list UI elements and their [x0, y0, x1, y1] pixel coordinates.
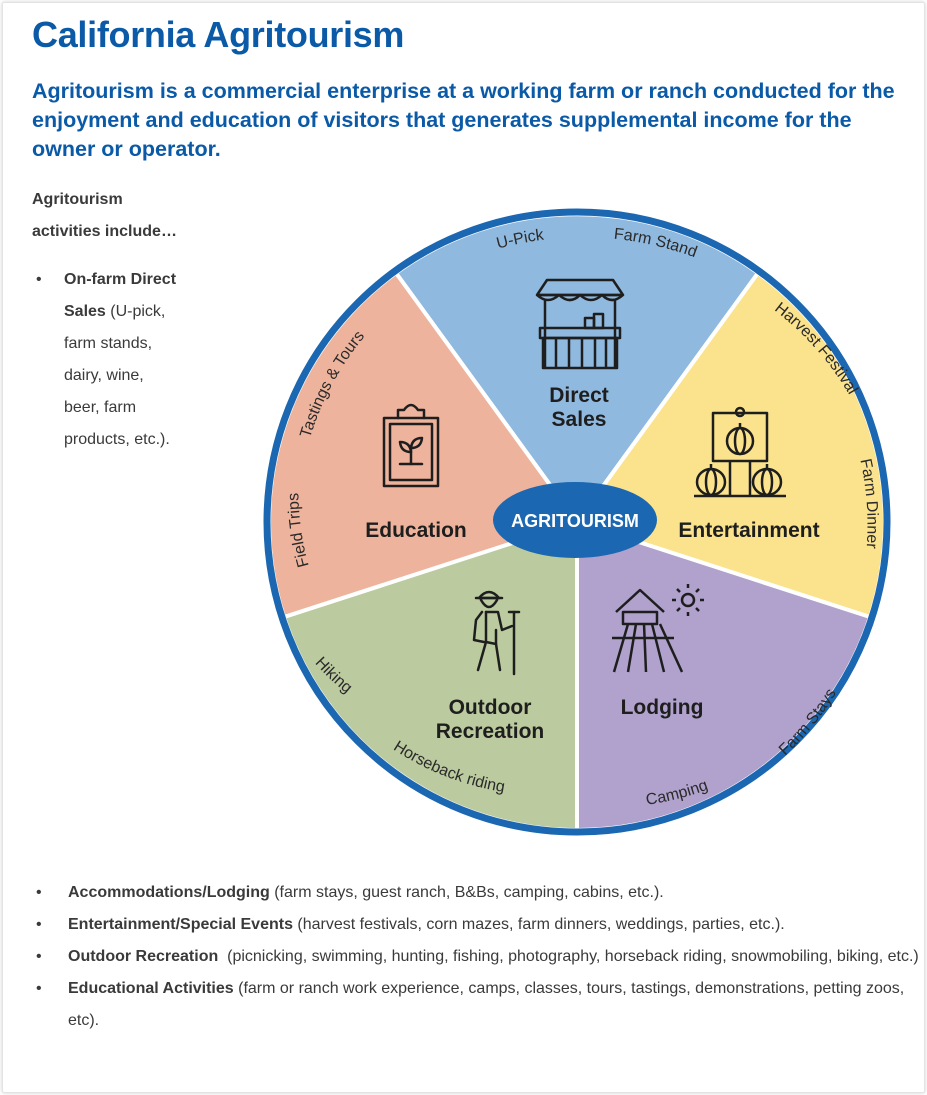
side-line-text: farm stands,: [64, 335, 153, 352]
bullet-icon: •: [36, 948, 42, 965]
item-text: (farm stays, guest ranch, B&Bs, camping,…: [269, 884, 664, 901]
wheel-rim: [263, 208, 891, 836]
page-subtitle: Agritourism is a commercial enterprise a…: [32, 79, 895, 161]
pumpkin-sign-icon: [694, 406, 786, 498]
item-text: (farm or ranch work experience, camps, c…: [68, 980, 905, 1029]
side-line: beer, farm: [64, 392, 222, 424]
label-lodging: Lodging: [621, 696, 704, 719]
side-line-text: (U-pick,: [105, 303, 166, 320]
bullet-icon: •: [36, 980, 42, 997]
farm-stand-icon: [535, 278, 625, 370]
label-education: Education: [365, 519, 467, 542]
bullet-icon: •: [36, 916, 42, 933]
list-item-outdoor-recreation: • Outdoor Recreation (picnicking, swimmi…: [32, 941, 922, 973]
intro-line-2: activities include…: [32, 223, 177, 240]
label-entertainment: Entertainment: [678, 519, 819, 542]
side-line: dairy, wine,: [64, 360, 222, 392]
side-line-text: beer, farm: [64, 399, 137, 416]
side-line: Sales (U-pick,: [64, 296, 222, 328]
side-line: farm stands,: [64, 328, 222, 360]
list-item-entertainment: • Entertainment/Special Events (harvest …: [32, 909, 922, 941]
center-label: AGRITOURISM: [511, 511, 639, 531]
bottom-bullet-list: • Accommodations/Lodging (farm stays, gu…: [32, 877, 922, 1037]
side-line-text: products, etc.).: [64, 431, 170, 448]
list-item-lodging: • Accommodations/Lodging (farm stays, gu…: [32, 877, 922, 909]
side-line-bold: Sales: [64, 303, 106, 320]
item-bold: Accommodations/Lodging: [68, 884, 270, 901]
bullet-icon: •: [36, 271, 42, 288]
side-item-direct-sales: On-farm Direct Sales (U-pick, farm stand…: [64, 264, 222, 456]
side-line: On-farm Direct: [64, 264, 222, 296]
item-bold: Outdoor Recreation: [68, 948, 219, 965]
label-direct-sales-1: Direct: [549, 384, 609, 407]
page-title: California Agritourism: [32, 14, 405, 55]
item-bold: Entertainment/Special Events: [68, 916, 293, 933]
side-line-bold: On-farm Direct: [64, 271, 177, 288]
side-line: products, etc.).: [64, 424, 222, 456]
item-text: (picnicking, swimming, hunting, fishing,…: [218, 948, 919, 965]
label-direct-sales-2: Sales: [552, 408, 607, 431]
side-line-text: dairy, wine,: [64, 367, 144, 384]
item-bold: Educational Activities: [68, 980, 234, 997]
clipboard-plant-icon: [382, 403, 440, 488]
intro-line-1: Agritourism: [32, 191, 123, 208]
bullet-icon: •: [36, 884, 42, 901]
side-bullet-list: • On-farm Direct Sales (U-pick, farm sta…: [32, 264, 222, 456]
center-badge: [493, 482, 657, 558]
list-item-educational: • Educational Activities (farm or ranch …: [32, 973, 922, 1037]
item-text: (harvest festivals, corn mazes, farm din…: [292, 916, 785, 933]
intro-text: Agritourism activities include…: [32, 184, 212, 248]
label-outdoor-1: Outdoor: [449, 696, 532, 719]
label-outdoor-2: Recreation: [436, 720, 545, 743]
hiker-icon: [472, 590, 521, 676]
farmhouse-sun-icon: [612, 584, 704, 673]
